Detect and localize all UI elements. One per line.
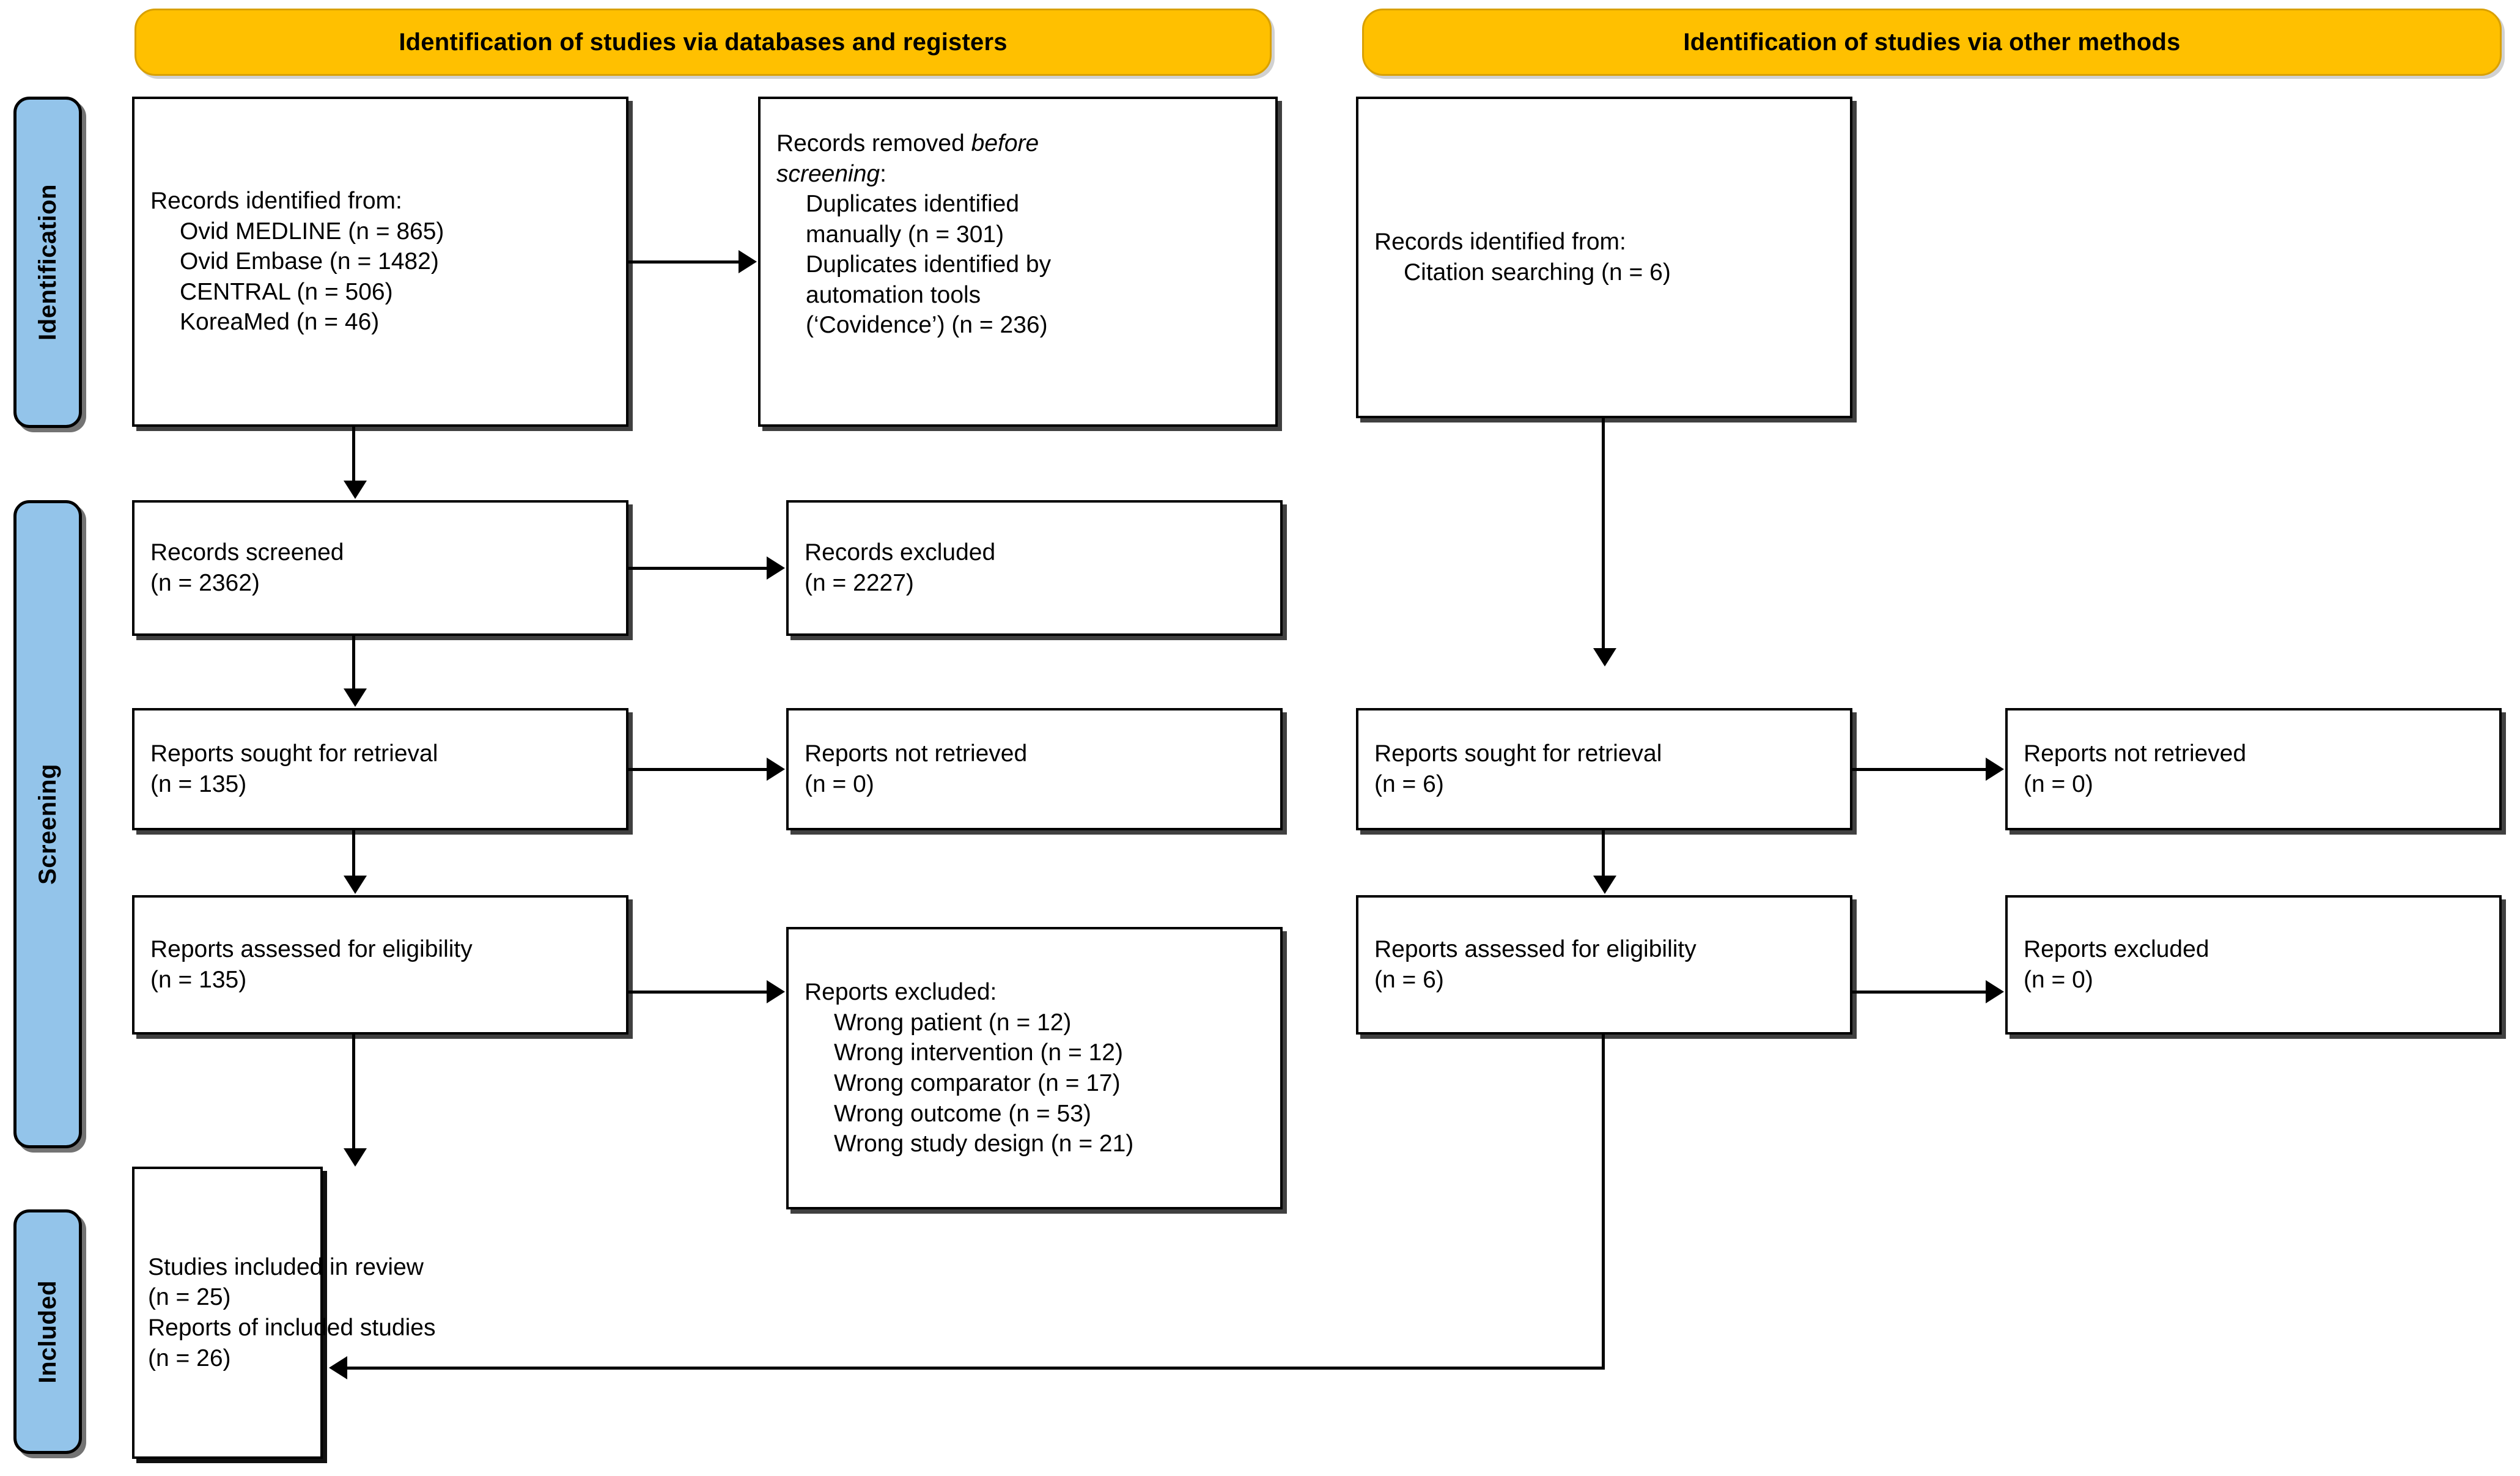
arrowhead-screened-to-sought [344, 688, 367, 707]
arrowhead-other-sought-to-assessed [1593, 876, 1616, 894]
box-records-excluded: Records excluded (n = 2227) [786, 500, 1283, 636]
stage-label-included-text: Included [34, 1280, 61, 1384]
records-identified-other-source: Citation searching (n = 6) [1404, 259, 1671, 286]
connector-screened-to-sought [352, 636, 355, 691]
box-reports-not-retrieved-databases: Reports not retrieved (n = 0) [786, 708, 1283, 830]
reports-sought-other-label: Reports sought for retrieval [1374, 740, 1662, 767]
reports-not-retrieved-count: (n = 0) [805, 771, 874, 797]
box-reports-sought-other: Reports sought for retrieval (n = 6) [1356, 708, 1852, 830]
reports-assessed-other-label: Reports assessed for eligibility [1374, 936, 1697, 963]
stage-label-included: Included [13, 1209, 82, 1454]
records-removed-reason: Duplicates identified [806, 191, 1020, 218]
records-removed-heading-prefix: Records removed [776, 130, 971, 157]
arrowhead-assessed-to-excluded [767, 980, 785, 1003]
studies-included-count: (n = 25) [148, 1284, 231, 1311]
connector-identified-to-removed [628, 260, 740, 264]
records-removed-heading: Records removed before [776, 128, 1259, 159]
reports-excluded-reason: Wrong patient (n = 12) [834, 1009, 1072, 1036]
connector-other-assessed-to-excluded [1852, 991, 1987, 994]
banner-other-methods: Identification of studies via other meth… [1362, 9, 2502, 76]
connector-assessed-to-excluded [628, 991, 768, 994]
reports-assessed-other-count: (n = 6) [1374, 967, 1444, 993]
records-excluded-label: Records excluded [805, 539, 996, 566]
box-reports-not-retrieved-other: Reports not retrieved (n = 0) [2005, 708, 2502, 830]
connector-identified-to-screened [352, 427, 355, 483]
records-removed-heading-italic-2: screening [776, 160, 880, 187]
records-removed-heading-suffix: : [880, 160, 886, 187]
records-excluded-count: (n = 2227) [805, 570, 914, 596]
reports-excluded-reason: Wrong comparator (n = 17) [834, 1070, 1121, 1096]
reports-excluded-other-label: Reports excluded [2024, 936, 2209, 963]
reports-assessed-label: Reports assessed for eligibility [150, 936, 473, 963]
box-records-removed-before-screening: Records removed before screening: Duplic… [758, 97, 1278, 427]
arrowhead-identified-to-screened [344, 481, 367, 499]
records-removed-reason: (‘Covidence’) (n = 236) [806, 312, 1048, 339]
connector-assessed-to-included [352, 1035, 355, 1151]
records-identified-source: Ovid MEDLINE (n = 865) [180, 218, 444, 245]
reports-sought-count: (n = 135) [150, 771, 247, 797]
connector-other-assessed-to-included [347, 1367, 1605, 1370]
stage-label-identification-text: Identification [34, 184, 61, 341]
reports-not-retrieved-other-count: (n = 0) [2024, 771, 2093, 797]
arrowhead-other-identified-to-sought [1593, 648, 1616, 666]
box-reports-assessed-other: Reports assessed for eligibility (n = 6) [1356, 895, 1852, 1035]
reports-excluded-other-count: (n = 0) [2024, 967, 2093, 993]
stage-label-screening-text: Screening [34, 764, 61, 885]
reports-not-retrieved-other-label: Reports not retrieved [2024, 740, 2247, 767]
reports-excluded-heading: Reports excluded: [805, 979, 997, 1006]
box-records-identified-databases: Records identified from: Ovid MEDLINE (n… [132, 97, 628, 427]
arrowhead-identified-to-removed [739, 250, 757, 273]
records-removed-reason: Duplicates identified by [806, 251, 1052, 278]
connector-other-sought-to-not-retrieved [1852, 768, 1987, 771]
box-records-screened: Records screened (n = 2362) [132, 500, 628, 636]
arrowhead-screened-to-excluded [767, 556, 785, 580]
banner-databases-and-registers: Identification of studies via databases … [134, 9, 1272, 76]
reports-excluded-reason: Wrong intervention (n = 12) [834, 1039, 1123, 1066]
records-identified-heading: Records identified from: [150, 188, 402, 215]
reports-included-count: (n = 26) [148, 1345, 231, 1371]
reports-excluded-reason: Wrong study design (n = 21) [834, 1131, 1134, 1157]
banner-databases-label: Identification of studies via databases … [399, 28, 1008, 56]
box-reports-excluded-reasons: Reports excluded: Wrong patient (n = 12)… [786, 927, 1283, 1209]
records-identified-source: KoreaMed (n = 46) [180, 309, 380, 336]
studies-included-label: Studies included in review [148, 1253, 424, 1280]
arrowhead-sought-to-assessed [344, 876, 367, 894]
stage-label-screening: Screening [13, 500, 82, 1148]
reports-included-label: Reports of included studies [148, 1315, 436, 1341]
connector-other-assessed-down [1602, 1035, 1605, 1370]
records-removed-reason: manually (n = 301) [806, 221, 1004, 248]
records-removed-heading-italic: before [971, 130, 1039, 157]
records-screened-count: (n = 2362) [150, 570, 260, 596]
box-reports-sought-databases: Reports sought for retrieval (n = 135) [132, 708, 628, 830]
box-reports-excluded-other: Reports excluded (n = 0) [2005, 895, 2502, 1035]
reports-sought-other-count: (n = 6) [1374, 771, 1444, 797]
box-records-identified-other: Records identified from: Citation search… [1356, 97, 1852, 418]
arrowhead-sought-to-not-retrieved [767, 758, 785, 781]
records-identified-other-heading: Records identified from: [1374, 229, 1626, 256]
records-removed-heading-2: screening: [776, 159, 1259, 190]
connector-other-identified-to-sought [1602, 418, 1605, 651]
records-identified-source: Ovid Embase (n = 1482) [180, 248, 439, 275]
arrowhead-other-assessed-to-excluded [1986, 980, 2004, 1003]
reports-sought-label: Reports sought for retrieval [150, 740, 438, 767]
banner-other-methods-label: Identification of studies via other meth… [1683, 28, 2181, 56]
reports-excluded-reason: Wrong outcome (n = 53) [834, 1100, 1091, 1127]
connector-other-sought-to-assessed [1602, 830, 1605, 878]
arrowhead-assessed-to-included [344, 1148, 367, 1167]
records-identified-source: CENTRAL (n = 506) [180, 278, 393, 305]
box-studies-included-final: Studies included in review (n = 25) Repo… [132, 1167, 436, 1459]
reports-not-retrieved-label: Reports not retrieved [805, 740, 1028, 767]
connector-sought-to-not-retrieved [628, 768, 768, 771]
connector-sought-to-assessed [352, 830, 355, 878]
connector-screened-to-excluded [628, 567, 768, 570]
records-screened-label: Records screened [150, 539, 344, 566]
box-reports-assessed-databases: Reports assessed for eligibility (n = 13… [132, 895, 628, 1035]
reports-assessed-count: (n = 135) [150, 967, 247, 993]
arrowhead-other-sought-to-not-retrieved [1986, 758, 2004, 781]
stage-label-identification: Identification [13, 97, 82, 428]
records-removed-reason: automation tools [806, 281, 981, 308]
arrowhead-other-assessed-to-included [329, 1356, 347, 1379]
